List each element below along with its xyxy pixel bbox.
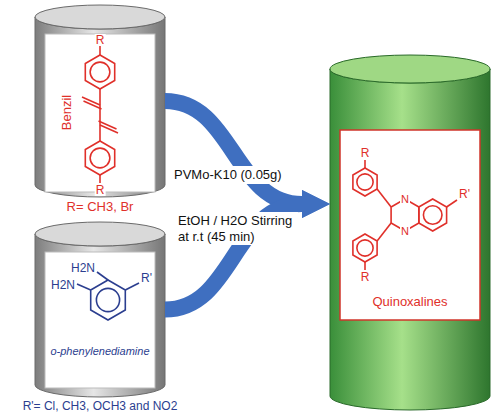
compound-name: Benzil — [60, 92, 75, 132]
atom-label: R' — [140, 272, 153, 284]
diamine-bonds — [77, 272, 139, 290]
atom-label: R — [360, 271, 371, 283]
reaction-condition: PVMo-K10 (0.05g) — [172, 166, 301, 184]
reaction-arrow — [165, 204, 302, 309]
atom-label: H2N — [50, 279, 76, 291]
substituent-note: R= CH3, Br — [15, 200, 185, 215]
atom-label: R — [95, 34, 106, 46]
cylinder-shape — [330, 55, 490, 410]
atom-label: H2N — [70, 262, 96, 274]
benzil-bonds — [82, 46, 118, 183]
reaction-condition: EtOH / H2O Stirring at r.t (45 min) — [176, 212, 298, 245]
vessel-node: Quinoxalines — [330, 55, 490, 410]
atom-label: N — [400, 226, 410, 237]
cylinder-shape — [35, 222, 165, 397]
compound-name: o-phenylenediamine — [35, 345, 165, 358]
atom-label: N — [400, 194, 410, 205]
atom-label: R — [95, 184, 106, 196]
atom-label: R' — [458, 188, 471, 200]
substituent-note: R'= Cl, CH3, OCH3 and NO2 — [5, 400, 195, 414]
quinoxaline-bonds — [365, 160, 457, 270]
atom-label: R — [360, 147, 371, 159]
reaction-arrow — [165, 101, 302, 204]
vessel-node: o-phenylenediamineR'= Cl, CH3, OCH3 and … — [35, 222, 165, 397]
compound-name: Quinoxalines — [340, 295, 480, 310]
molecule-rings — [85, 55, 446, 320]
cylinder-shape — [35, 5, 165, 197]
